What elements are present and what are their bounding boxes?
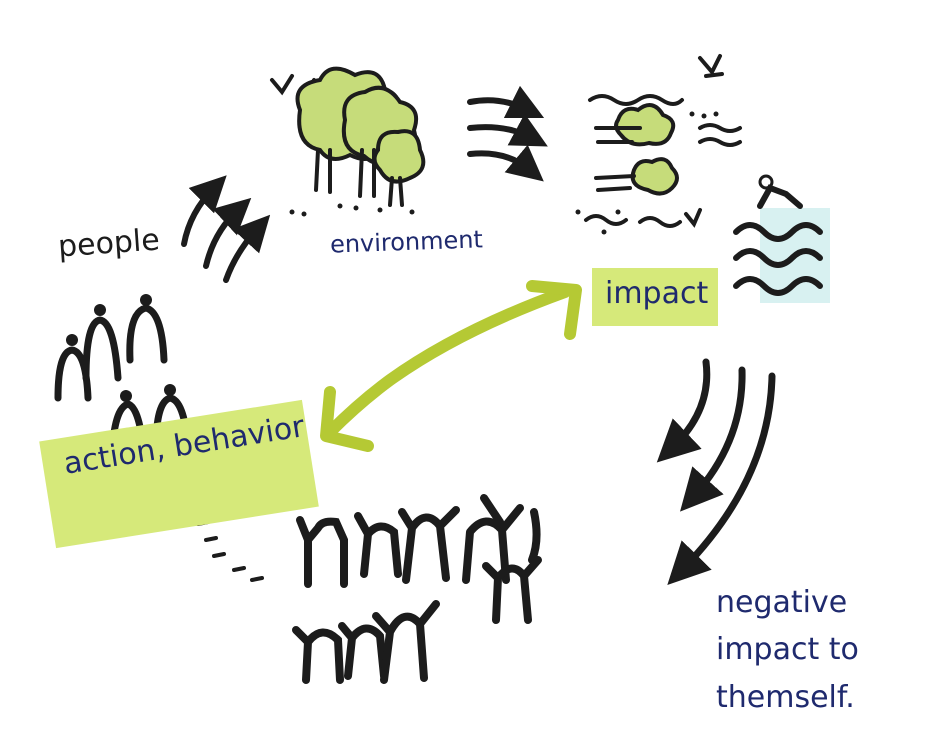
tree-icon (289, 66, 426, 217)
arrow-icon (467, 85, 548, 182)
arrow-icon (181, 175, 271, 283)
negative-impact-line: negative (716, 585, 848, 620)
double-arrow-icon (320, 280, 582, 452)
person-icon (292, 494, 542, 684)
wave-icon (733, 174, 830, 303)
impact-label: impact (605, 276, 709, 311)
cloud-icon (575, 54, 742, 235)
environment-label: environment (329, 225, 484, 259)
arrow-icon (656, 358, 776, 586)
people-label: people (56, 222, 161, 265)
negative-impact-line: impact to (716, 632, 859, 667)
impact-highlight (592, 268, 718, 326)
negative-impact-line: themself. (716, 680, 855, 715)
